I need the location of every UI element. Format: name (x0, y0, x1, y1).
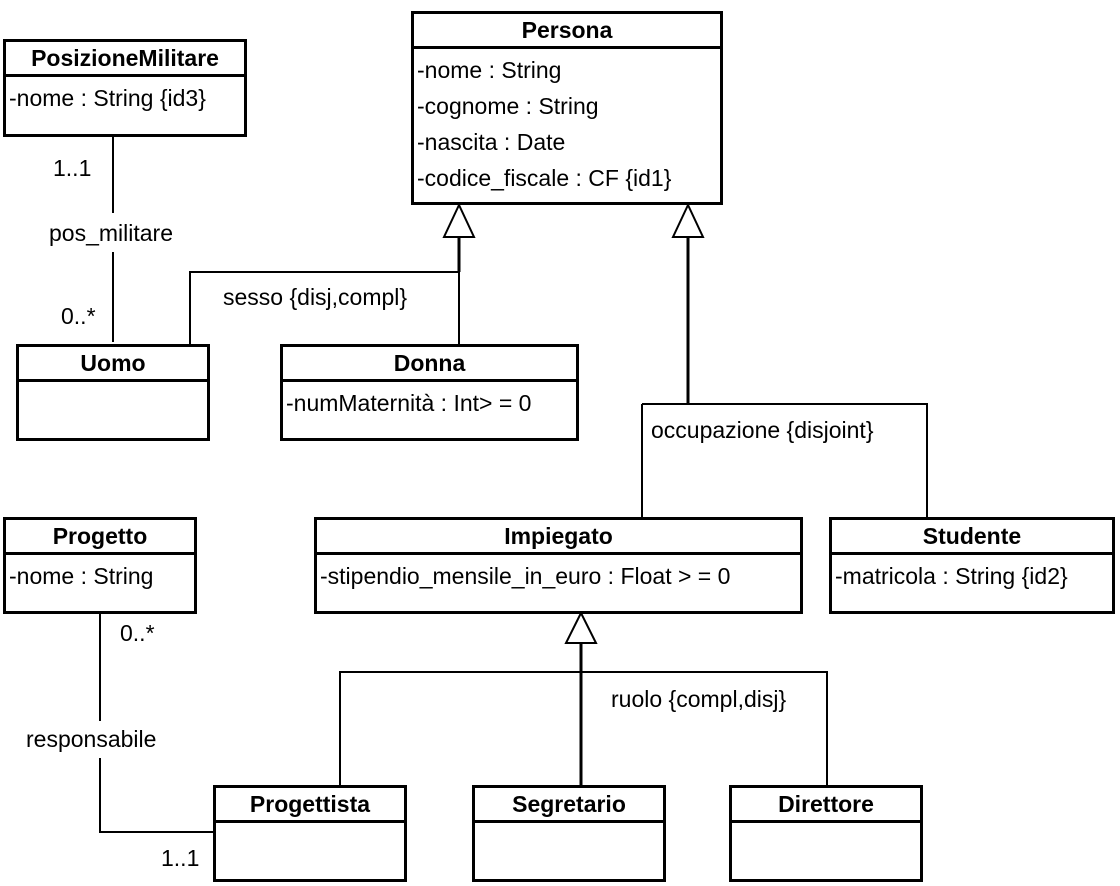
class-donna[interactable]: Donna -numMaternità : Int> = 0 (280, 344, 579, 441)
responsabile-bottom-multiplicity: 1..1 (161, 845, 200, 871)
class-segretario-name: Segretario (475, 788, 663, 823)
class-segretario[interactable]: Segretario (472, 785, 666, 882)
class-uomo[interactable]: Uomo (16, 344, 210, 441)
responsabile-top-multiplicity: 0..* (120, 620, 155, 646)
persona-generalization-arrowhead-right (671, 202, 705, 238)
sesso-generalization-label: sesso {disj,compl} (223, 284, 408, 310)
class-progetto[interactable]: Progetto -nome : String (3, 517, 197, 614)
class-persona[interactable]: Persona -nome : String -cognome : String… (411, 11, 723, 205)
class-donna-attributes: -numMaternità : Int> = 0 (283, 382, 576, 438)
persona-generalization-arrowhead-left (442, 202, 476, 238)
ruolo-generalization-line (339, 671, 828, 786)
class-persona-attribute: -codice_fiscale : CF {id1} (417, 165, 672, 191)
class-progettista[interactable]: Progettista (213, 785, 407, 882)
occupazione-generalization-line (641, 238, 928, 517)
class-uomo-attributes (19, 382, 207, 438)
class-segretario-attributes (475, 823, 663, 879)
class-persona-name: Persona (414, 14, 720, 49)
class-progettista-name: Progettista (216, 788, 404, 823)
occupazione-generalization-label: occupazione {disjoint} (651, 417, 874, 443)
class-progettista-attributes (216, 823, 404, 879)
class-impiegato-name: Impiegato (317, 520, 800, 555)
class-persona-attribute: -cognome : String (417, 93, 599, 119)
class-progetto-attribute: -nome : String (9, 563, 154, 589)
class-studente[interactable]: Studente -matricola : String {id2} (829, 517, 1115, 614)
responsabile-association-name: responsabile (26, 726, 157, 752)
class-studente-attributes: -matricola : String {id2} (832, 555, 1112, 611)
class-uomo-name: Uomo (19, 347, 207, 382)
class-direttore-name: Direttore (732, 788, 920, 823)
class-posizione-militare-attribute: -nome : String {id3} (9, 85, 206, 111)
class-impiegato-attribute: -stipendio_mensile_in_euro : Float > = 0 (320, 563, 731, 589)
class-persona-attribute: -nascita : Date (417, 129, 566, 155)
class-progetto-name: Progetto (6, 520, 194, 555)
class-impiegato[interactable]: Impiegato -stipendio_mensile_in_euro : F… (314, 517, 803, 614)
class-direttore[interactable]: Direttore (729, 785, 923, 882)
pos-militare-association-name: pos_militare (49, 220, 173, 246)
class-posizione-militare[interactable]: PosizioneMilitare -nome : String {id3} (3, 39, 247, 137)
ruolo-generalization-label: ruolo {compl,disj} (611, 686, 787, 712)
impiegato-generalization-arrowhead (564, 610, 598, 644)
class-direttore-attributes (732, 823, 920, 879)
class-progetto-attributes: -nome : String (6, 555, 194, 611)
pos-militare-top-multiplicity: 1..1 (53, 155, 92, 181)
class-studente-name: Studente (832, 520, 1112, 555)
class-persona-attribute: -nome : String (417, 57, 562, 83)
class-donna-name: Donna (283, 347, 576, 382)
class-donna-attribute: -numMaternità : Int> = 0 (286, 390, 532, 416)
responsabile-association-line (99, 614, 215, 833)
pos-militare-bottom-multiplicity: 0..* (61, 303, 96, 329)
class-studente-attribute: -matricola : String {id2} (835, 563, 1068, 589)
class-impiegato-attributes: -stipendio_mensile_in_euro : Float > = 0 (317, 555, 800, 611)
class-posizione-militare-attributes: -nome : String {id3} (6, 77, 244, 134)
class-persona-attributes: -nome : String -cognome : String -nascit… (414, 49, 720, 202)
class-posizione-militare-name: PosizioneMilitare (6, 42, 244, 77)
